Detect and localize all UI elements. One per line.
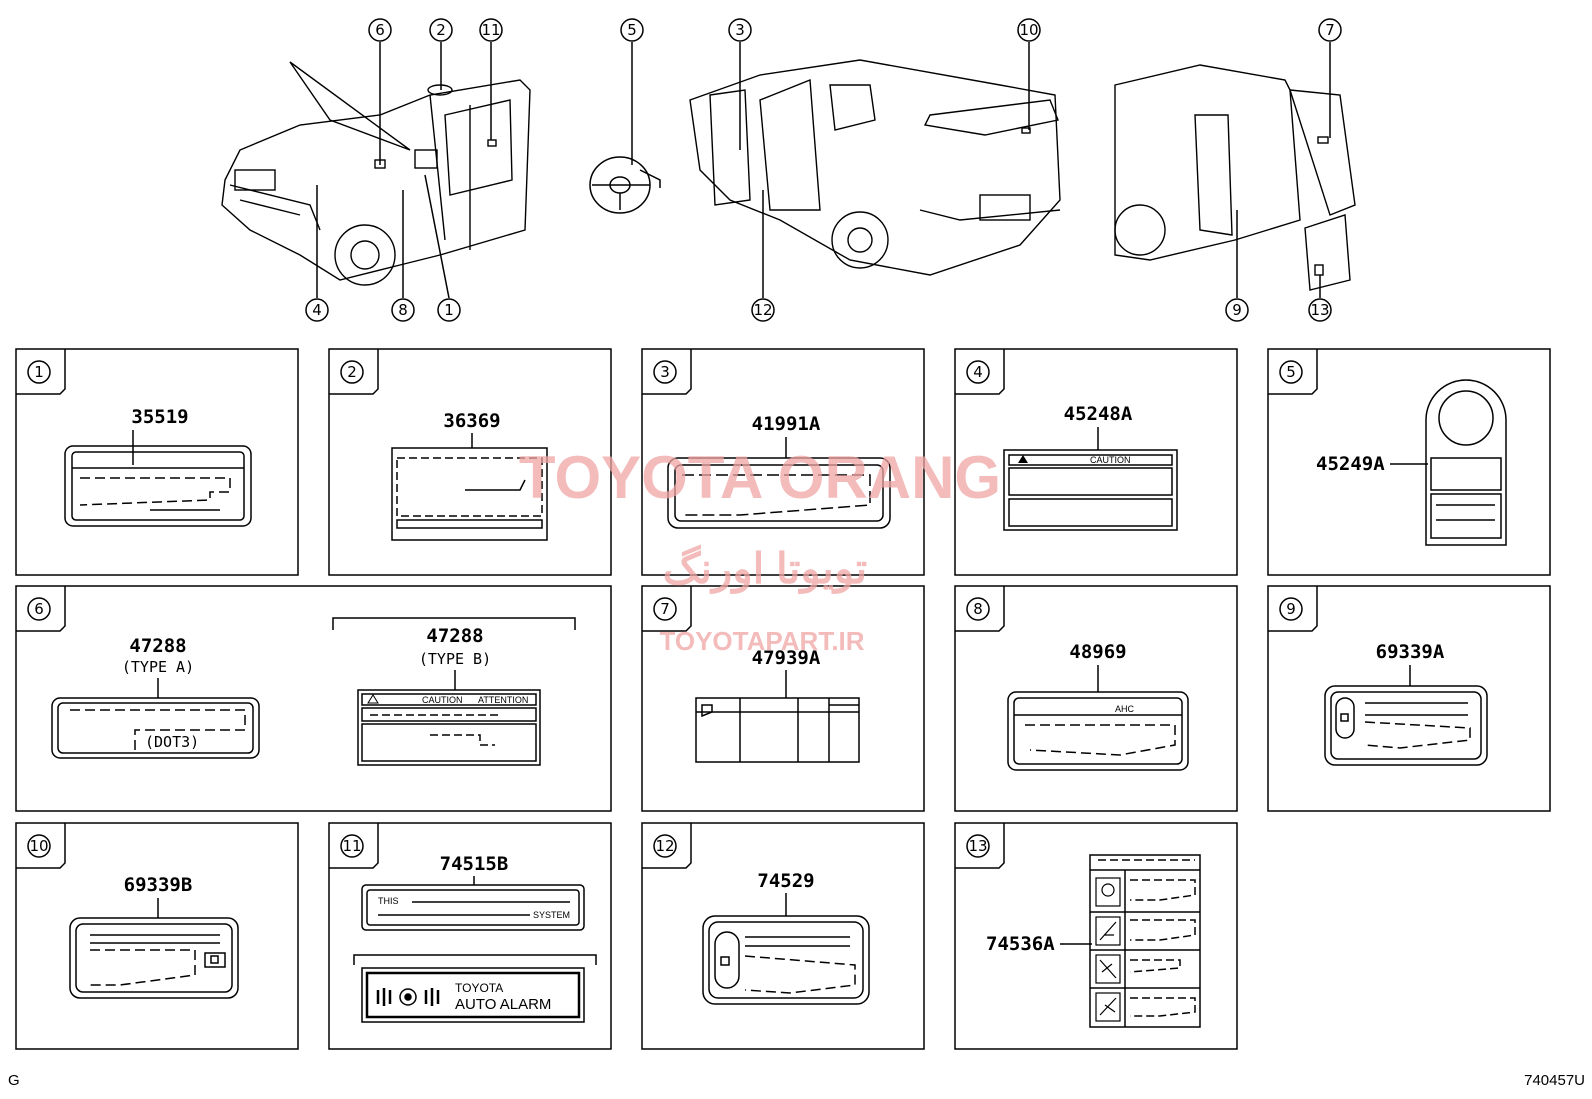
svg-text:4: 4: [973, 363, 983, 381]
callout-11: 11: [479, 18, 503, 140]
callout-7: 7: [1318, 18, 1342, 138]
callout-9: 9: [1225, 210, 1249, 322]
panel-4: 4 45248A CAUTION: [954, 348, 1238, 576]
svg-text:(TYPE A): (TYPE A): [122, 658, 194, 676]
svg-text:8: 8: [398, 301, 408, 319]
svg-text:CAUTION: CAUTION: [1090, 455, 1131, 465]
callout-6: 6: [368, 18, 392, 165]
svg-text:ATTENTION: ATTENTION: [478, 695, 528, 705]
panel-10: 10 69339B: [15, 822, 299, 1050]
svg-text:35519: 35519: [131, 406, 188, 428]
svg-text:5: 5: [627, 21, 637, 39]
panel-2: 2 36369: [328, 348, 612, 576]
panel-9: 9 69339A: [1267, 585, 1551, 812]
svg-text:(DOT3): (DOT3): [145, 733, 199, 751]
svg-text:1: 1: [444, 301, 454, 319]
svg-text:6: 6: [34, 600, 44, 618]
svg-text:74515B: 74515B: [440, 853, 509, 875]
callout-3: 3: [728, 18, 752, 150]
svg-text:36369: 36369: [443, 410, 500, 432]
svg-text:TOYOTA ORANG: TOYOTA ORANG: [519, 444, 1001, 511]
svg-text:9: 9: [1232, 301, 1242, 319]
vehicle-side-interior-view: [689, 59, 1061, 276]
callout-2: 2: [429, 18, 453, 90]
svg-text:AHC: AHC: [1115, 704, 1135, 714]
svg-text:45249A: 45249A: [1316, 453, 1385, 475]
steering-wheel-sketch: [589, 156, 661, 214]
svg-text:3: 3: [660, 363, 670, 381]
callout-4: 4: [305, 185, 329, 322]
callout-5: 5: [620, 18, 644, 165]
svg-text:69339B: 69339B: [124, 874, 193, 896]
svg-text:10: 10: [29, 837, 48, 855]
svg-text:47939A: 47939A: [752, 647, 821, 669]
svg-text:7: 7: [1325, 21, 1335, 39]
svg-text:74536A: 74536A: [986, 933, 1055, 955]
callout-8: 8: [391, 190, 415, 322]
panel-8: 8 48969 AHC: [954, 585, 1238, 812]
svg-text:47288: 47288: [426, 625, 483, 647]
panel-11: 11 74515B THIS SYSTEM TOYOTA AUTO ALARM: [328, 822, 612, 1050]
footer-right: 740457U: [1524, 1072, 1585, 1089]
panel-7: 7 47939A: [641, 585, 925, 812]
panel-12: 12 74529: [641, 822, 925, 1050]
svg-text:TOYOTA: TOYOTA: [455, 981, 503, 995]
svg-text:(TYPE B): (TYPE B): [419, 650, 491, 668]
svg-text:10: 10: [1019, 21, 1038, 39]
svg-text:5: 5: [1286, 363, 1296, 381]
callout-10: 10: [1017, 18, 1041, 130]
svg-text:2: 2: [436, 21, 446, 39]
svg-text:13: 13: [968, 837, 987, 855]
svg-text:45248A: 45248A: [1064, 403, 1133, 425]
watermark: TOYOTA ORANG تویوتا اورنگ TOYOTAPART.IR: [519, 444, 1001, 656]
svg-text:CAUTION: CAUTION: [422, 695, 463, 705]
callout-13: 13: [1308, 275, 1332, 322]
svg-text:AUTO ALARM: AUTO ALARM: [455, 996, 551, 1013]
svg-text:تویوتا اورنگ: تویوتا اورنگ: [663, 544, 867, 594]
callout-12: 12: [751, 190, 775, 322]
svg-text:8: 8: [973, 600, 983, 618]
svg-text:9: 9: [1286, 600, 1296, 618]
svg-text:SYSTEM: SYSTEM: [533, 910, 570, 920]
svg-text:11: 11: [342, 837, 361, 855]
alarm-icon: [376, 988, 440, 1006]
panel-6: 6 47288 (TYPE A) (DOT3) 47288 (TYPE B) C…: [15, 585, 612, 812]
panel-13: 13 74536A: [954, 822, 1238, 1050]
svg-text:1: 1: [34, 363, 44, 381]
panel-3: 3 41991A: [641, 348, 925, 576]
svg-text:11: 11: [481, 21, 500, 39]
svg-text:4: 4: [312, 301, 322, 319]
svg-text:7: 7: [660, 600, 670, 618]
svg-text:41991A: 41991A: [752, 413, 821, 435]
svg-text:12: 12: [753, 301, 772, 319]
svg-text:13: 13: [1310, 301, 1329, 319]
svg-text:12: 12: [655, 837, 674, 855]
panel-1: 1 35519: [15, 348, 299, 576]
panel-5: 5 45249A: [1267, 348, 1551, 576]
svg-text:47288: 47288: [129, 635, 186, 657]
svg-text:48969: 48969: [1069, 641, 1126, 663]
svg-text:THIS: THIS: [378, 896, 399, 906]
svg-text:74529: 74529: [757, 870, 814, 892]
callouts: 6 2 11 5 3 10 7 4 8 1 12 9 13: [305, 18, 1342, 322]
svg-text:TOYOTAPART.IR: TOYOTAPART.IR: [659, 626, 864, 656]
vehicle-front-view: [221, 61, 531, 286]
vehicle-rear-view: [1114, 64, 1356, 291]
footer-left: G: [8, 1072, 20, 1089]
svg-text:3: 3: [735, 21, 745, 39]
svg-text:69339A: 69339A: [1376, 641, 1445, 663]
svg-text:6: 6: [375, 21, 385, 39]
svg-text:2: 2: [347, 363, 357, 381]
callout-1: 1: [424, 174, 461, 322]
